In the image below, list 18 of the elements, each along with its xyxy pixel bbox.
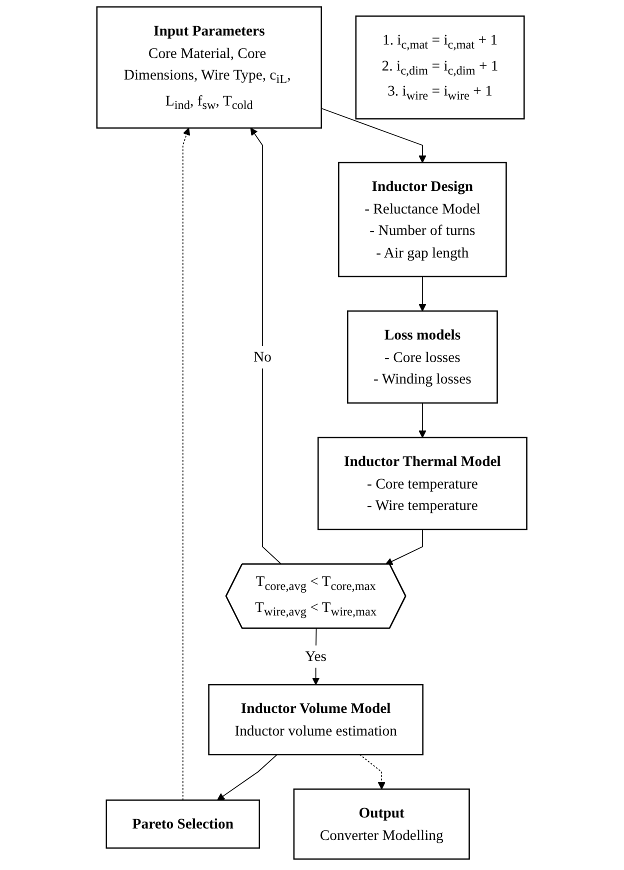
node-box: Input Parameters Core Material, Core Dimensions, Wire Type, c$_{iL}$, L$_{ind}$, f$_{sw}$, T$_{cold}$ [96,6,322,129]
arrow [418,402,426,438]
node-box: Inductor Design - Reluctance Model - Number of turns - Air gap length [338,162,508,278]
edge-label: Yes [305,648,327,664]
node-box: Inductor Volume Model Inductor volume estimation [208,684,424,756]
arrow [360,754,386,790]
arrow [182,128,190,801]
node-box: Pareto Selection [106,800,260,849]
node-box: Loss models - Core losses - Winding losses [347,310,498,404]
node-box: 1. i$_{c,mat}$ = i$_{c,mat}$ + 1 2. i$_{c,dim}$ = i$_{c,dim}$ + 1 3. i$_{wire}$ = i$_{wire}$ + 1 [355,15,525,120]
arrow [250,128,282,565]
arrow [217,754,278,800]
arrow [321,108,426,163]
edge-label: No [254,348,272,365]
arrow [385,529,424,565]
node-box: Output Converter Modelling [293,788,470,860]
node-box: Inductor Thermal Model - Core temperature - Wire temperature [318,436,528,530]
arrow [418,276,426,312]
